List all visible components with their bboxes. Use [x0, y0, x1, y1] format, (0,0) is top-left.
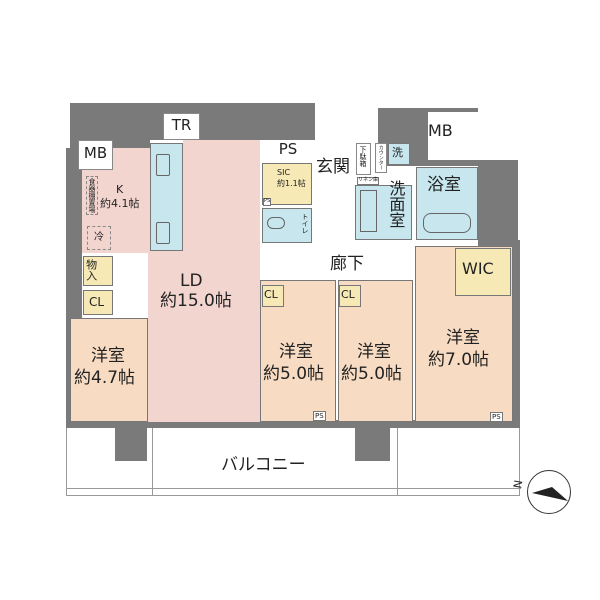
ps-label: PS: [278, 140, 298, 158]
living-dining: [148, 251, 188, 422]
room-size: 約5.0帖: [341, 364, 403, 384]
bath-label: 浴室: [427, 175, 461, 195]
room-name: 洋室: [357, 342, 391, 362]
kitchen-name: K: [116, 183, 124, 196]
sic-size: 約1.1帖: [277, 179, 306, 188]
bathroom: 浴室: [416, 167, 478, 240]
bedroom-1: 洋室 約4.7帖: [70, 318, 148, 422]
hallway-label: 廊下: [330, 254, 364, 274]
storage-label: 物入: [84, 259, 98, 281]
ps-top: PS: [268, 140, 308, 162]
tr-label: TR: [171, 116, 192, 134]
washroom: 洗面室: [355, 180, 412, 240]
living-dining: [183, 140, 260, 422]
closet-label: CL: [264, 288, 278, 301]
shoe-box: 下駄箱: [356, 143, 371, 175]
sic-name: SIC: [277, 168, 291, 177]
walk-in-closet: WIC: [455, 248, 511, 296]
counter-label: カウンター: [377, 145, 384, 170]
shoe-box-label: 下駄箱: [359, 146, 368, 167]
room-size: 約5.0帖: [263, 364, 325, 384]
ld-name: LD: [180, 271, 203, 291]
storage: 物入: [83, 256, 113, 286]
toilet: トイレ: [262, 208, 312, 243]
bedroom-3: 洋室 約5.0帖: [338, 280, 413, 422]
closet-label: CL: [89, 295, 105, 309]
vanity-icon: [360, 190, 377, 232]
sink-icon: [156, 222, 170, 244]
washer-space: 洗: [388, 143, 410, 165]
fridge-space: 冷: [87, 226, 111, 250]
wall: [512, 240, 520, 428]
ps-small: PS: [263, 198, 272, 206]
room-size: 約7.0帖: [428, 350, 490, 370]
wall: [478, 160, 518, 248]
room-name: 洋室: [279, 342, 313, 362]
toilet-label: トイレ: [301, 213, 310, 234]
bathtub-icon: [423, 213, 471, 233]
room-name: 洋室: [91, 346, 125, 366]
ps-label: PS: [313, 411, 326, 422]
bedroom-2: 洋室 約5.0帖 PS: [260, 280, 336, 422]
kitchen-size: 約4.1帖: [100, 197, 140, 210]
toilet-icon: [267, 217, 285, 229]
closet: CL: [83, 290, 113, 315]
linen-label: リネン庫: [357, 177, 380, 185]
wic-label: WIC: [462, 259, 494, 278]
dish-shelf-label: 食器棚置場: [86, 176, 99, 215]
counter: カウンター: [375, 143, 387, 173]
mb-right-label: MB: [428, 121, 453, 140]
stove-icon: [156, 154, 170, 176]
entrance-label: 玄関: [316, 157, 350, 177]
kitchen: [113, 148, 150, 170]
kitchen: K 約4.1帖 食器棚置場 冷: [82, 170, 152, 253]
kitchen-counter: [150, 143, 183, 251]
ps-label: PS: [490, 412, 503, 423]
mb-right: MB: [428, 112, 478, 160]
column: [255, 115, 283, 140]
mb-left: MB: [78, 140, 113, 170]
closet: CL: [339, 285, 361, 307]
balcony: バルコニー: [66, 428, 521, 496]
wall: [66, 420, 520, 428]
closet-label: CL: [341, 288, 355, 301]
room-size: 約4.7帖: [74, 368, 136, 388]
trunk-room: TR: [163, 113, 200, 140]
closet: CL: [262, 285, 284, 307]
column: [355, 425, 390, 461]
balcony-label: バルコニー: [221, 455, 306, 475]
mb-label: MB: [83, 144, 108, 162]
washroom-label: 洗面室: [386, 180, 406, 228]
washer-label: 洗: [392, 146, 403, 159]
bedroom-4: 洋室 約7.0帖 PS: [415, 246, 513, 423]
column: [115, 425, 147, 461]
ld-size: 約15.0帖: [160, 291, 232, 311]
compass-icon: [527, 470, 571, 514]
room-name: 洋室: [446, 328, 480, 348]
